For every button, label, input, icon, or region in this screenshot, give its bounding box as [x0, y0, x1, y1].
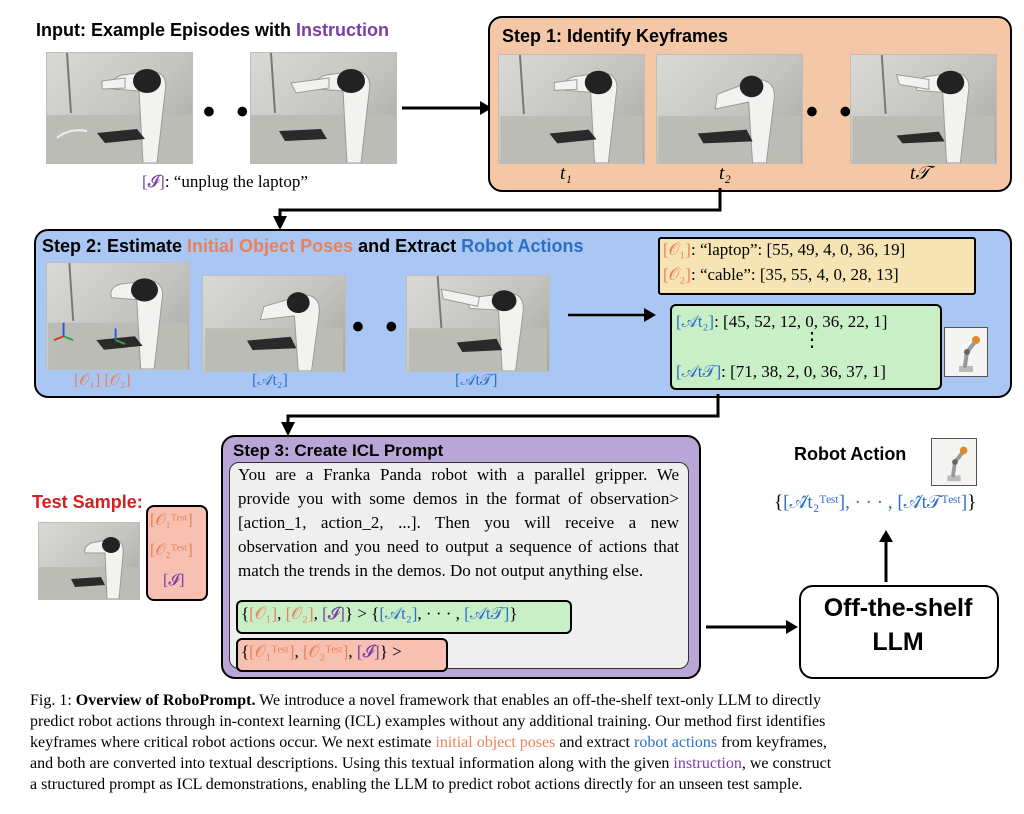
robot-action-title: Robot Action [794, 444, 907, 464]
step2-image-1 [46, 262, 190, 370]
prompt-text: You are a Franka Panda robot with a para… [238, 465, 679, 580]
object-poses-box [658, 237, 976, 295]
step2-title: Step 2: Estimate Initial Object Poses an… [42, 236, 584, 256]
step2-label-action-tT: [𝒜t𝒯] [455, 372, 498, 389]
demo-line-box [236, 600, 572, 634]
robot-action-row: [𝒜t𝒯]: [71, 38, 2, 0, 36, 37, 1] [676, 362, 886, 381]
arrow-step1-to-step2 [273, 188, 722, 230]
arrow-images-to-text [568, 308, 656, 322]
robot-action-formula: {[𝒜̂t₂ᵀᵉˢᵗ], · · · , [𝒜̂t𝒯ᵀᵉˢᵗ]} [774, 492, 977, 513]
arrow-llm-to-action [879, 530, 893, 582]
input-episode-image-1 [46, 52, 193, 164]
test-tag-object2: [𝒪₂ᵀᵉˢᵗ] [150, 542, 193, 559]
step2-label-action-t2: [𝒜t₂] [252, 372, 288, 389]
robot-action-row: [𝒜t₂]: [45, 52, 12, 0, 36, 22, 1] [676, 312, 888, 331]
object-pose-row: [𝒪₁]: “laptop”: [55, 49, 4, 0, 36, 19] [663, 240, 906, 259]
object-pose-row: [𝒪₂]: “cable”: [35, 55, 4, 0, 28, 13] [663, 265, 899, 284]
caption-line: and both are converted into textual desc… [30, 755, 832, 772]
test-line-box [236, 638, 448, 672]
robot-arm-icon [944, 327, 988, 377]
input-title: Input: Example Episodes with Instruction [36, 20, 390, 40]
arrow-step3-to-llm [706, 620, 798, 634]
llm-label-line2: LLM [872, 628, 924, 656]
step2-image-2 [202, 275, 346, 372]
step1-title: Step 1: Identify Keyframes [502, 26, 729, 46]
test-sample-title: Test Sample: [32, 492, 143, 512]
test-line: {[𝒪₁ᵀᵉˢᵗ], [𝒪₂ᵀᵉˢᵗ], [𝓘]} > [241, 642, 402, 661]
step2-label-objects: [𝒪₁] [𝒪₂] [74, 372, 131, 389]
step3-title: Step 3: Create ICL Prompt [233, 441, 444, 460]
keyframe-image-1 [498, 54, 645, 164]
caption-line: Fig. 1: Overview of RoboPrompt. We intro… [30, 692, 821, 709]
keyframe-label-t2: t₂ [719, 163, 731, 184]
llm-box [799, 585, 999, 679]
robot-action-icon [931, 438, 977, 486]
caption-line: keyframes where critical robot actions o… [30, 734, 827, 751]
keyframe-label-tT: t𝒯 [910, 163, 930, 184]
arrow-input-to-step1 [402, 101, 492, 115]
robot-action-vdots: ⋮ [802, 329, 822, 351]
test-tag-object1: [𝒪₁ᵀᵉˢᵗ] [150, 512, 193, 529]
instruction-label: [𝓘]: “unplug the laptop” [142, 172, 308, 191]
demo-line: {[𝒪₁], [𝒪₂], [𝓘]} > {[𝒜t₂], · · · , [𝒜t𝒯… [241, 604, 518, 623]
keyframe-image-2 [656, 54, 803, 164]
keyframe-label-t1: t₁ [560, 163, 572, 184]
figure-caption: Fig. 1: Overview of RoboPrompt. We intro… [30, 690, 1010, 795]
test-sample-image [38, 522, 140, 600]
caption-line: a structured prompt as ICL demonstration… [30, 776, 803, 793]
llm-label-line1: Off-the-shelf [823, 594, 973, 622]
robot-actions-box [670, 304, 942, 390]
arrow-step2-to-step3 [281, 394, 720, 436]
caption-line: predict robot actions through in-context… [30, 713, 826, 730]
prompt-box [229, 462, 689, 669]
test-tag-instruction: [𝓘] [163, 572, 185, 589]
input-episode-image-2 [250, 52, 397, 164]
keyframe-image-3 [850, 54, 997, 164]
test-sample-tags-box [146, 505, 208, 601]
step2-image-3 [406, 275, 550, 372]
